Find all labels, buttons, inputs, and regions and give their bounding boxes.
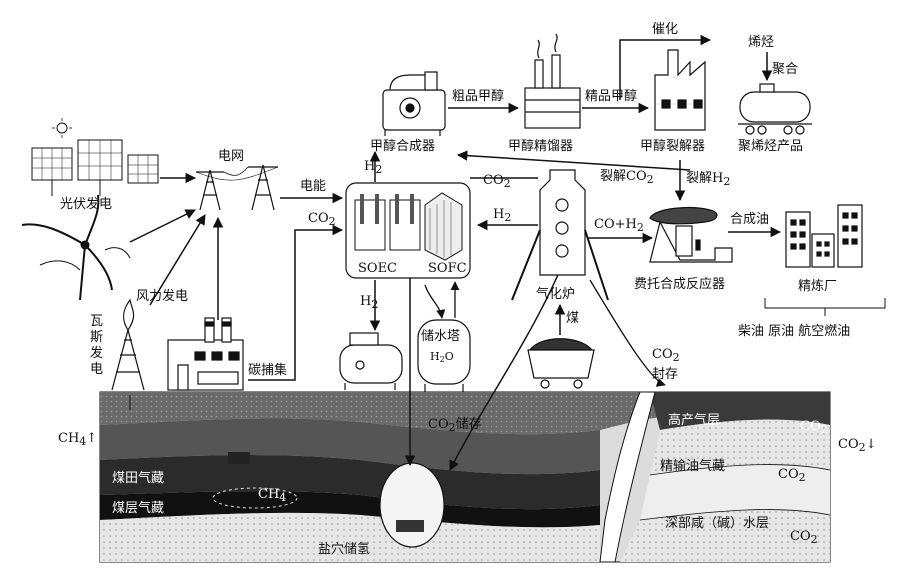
pv-label: 光伏发电 (60, 196, 112, 212)
catalysis-label: 催化 (652, 22, 678, 37)
gas-power-tower-icon (112, 300, 144, 390)
methanol-cracker-icon (655, 50, 705, 130)
methanol-refiner-icon (525, 34, 580, 128)
high-gas-layer-label: 高产气层 (668, 412, 720, 428)
h2-tank-icon (340, 333, 402, 390)
h2-up-label: H2 (364, 159, 382, 176)
deep-layer-label: 深部咸（碱）水层 (665, 516, 769, 531)
co2-gasifier-label: CO2 (483, 173, 511, 190)
crack-h2-label: 裂解H2 (686, 171, 730, 188)
h2-gasifier-label: H2 (493, 207, 511, 224)
tanker-car-icon (738, 84, 812, 134)
refinery-label: 精炼厂 (798, 279, 837, 294)
gasifier-icon (512, 170, 608, 300)
refined-gas-label: 精输油气藏 (660, 458, 725, 474)
solar-panels-icon (32, 118, 158, 196)
olefins-label: 烯烃 (748, 35, 774, 50)
syn-oil-label: 合成油 (730, 212, 769, 227)
left-gas-layer-label: 煤田气藏 (112, 470, 164, 486)
polyolefin-label: 聚烯烃产品 (738, 139, 803, 154)
capture-factory-icon (168, 318, 243, 390)
gasifier-label: 气化炉 (536, 286, 575, 302)
products-label: 柴油 原油 航空燃油 (738, 323, 850, 339)
refined-methanol-label: 精品甲醇 (585, 88, 637, 104)
ch4-left-label: CH4↑ (58, 431, 97, 448)
gas-power-label: 瓦斯发电 (90, 314, 103, 377)
polymerization-label: 聚合 (772, 62, 798, 77)
crude-methanol-label: 粗品甲醇 (452, 88, 504, 104)
refinery-icon (786, 205, 862, 267)
coal-cart-icon (528, 339, 594, 388)
crack-co2-label: 裂解CO2 (600, 169, 654, 186)
coal-label: 煤 (566, 311, 579, 326)
methanol-refiner-label: 甲醇精馏器 (508, 138, 573, 154)
water-tank-label: 储水塔 (421, 329, 460, 344)
co2-down-label: CO2↓ (838, 437, 877, 454)
ft-reactor-icon (650, 208, 732, 262)
co2-storage-label-1: CO2 (652, 347, 680, 364)
co2-storage-layer-label: CO2储存 (428, 417, 482, 434)
sofc-label: SOFC (428, 261, 467, 276)
grid-label: 电网 (218, 149, 244, 164)
ft-reactor-label: 费托合成反应器 (634, 276, 725, 292)
co2-storage-label-2: 封存 (652, 367, 678, 382)
salt-cave-label: 盐穴储氢 (318, 542, 370, 557)
methanol-synth-icon (383, 72, 445, 136)
grid-towers-icon (196, 165, 278, 210)
carbon-capture-label: 碳捕集 (248, 362, 287, 378)
co2-capture-label: CO2 (308, 211, 336, 228)
electric-energy-label: 电能 (300, 179, 326, 194)
soec-label: SOEC (358, 261, 397, 276)
coal-seam-label: 煤层气藏 (112, 500, 164, 516)
wind-label: 风力发电 (136, 288, 188, 304)
co-h2-label: CO+H2 (594, 217, 644, 234)
methanol-cracker-label: 甲醇裂解器 (640, 138, 705, 154)
methanol-synth-label: 甲醇合成器 (370, 138, 435, 154)
